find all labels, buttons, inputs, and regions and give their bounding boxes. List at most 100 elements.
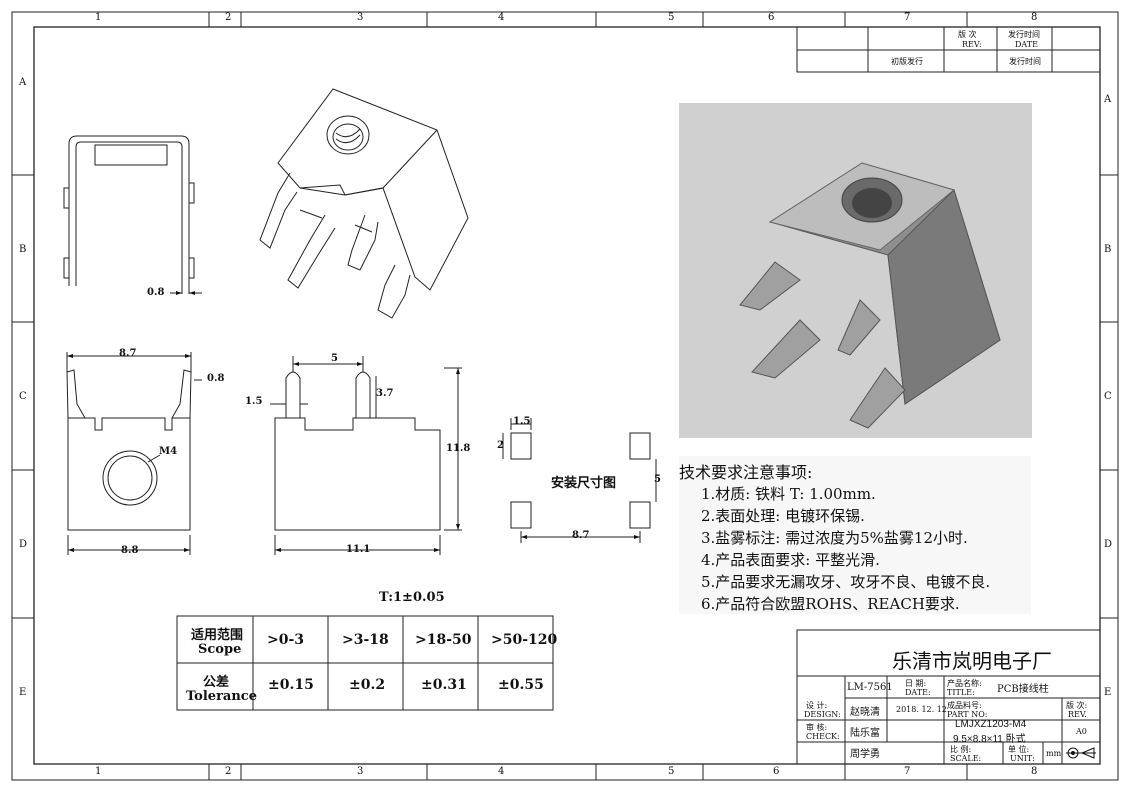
- row-label: B: [19, 244, 27, 255]
- row-label: A: [19, 77, 27, 88]
- tolerance-value: ±0.15: [268, 677, 314, 693]
- dim-pad-width: 1.5: [513, 416, 531, 427]
- scope-label-cn: 适用范围: [191, 628, 244, 643]
- row-label: C: [19, 391, 27, 402]
- rev-value: A0: [1076, 727, 1087, 736]
- col-label: 1: [95, 12, 102, 23]
- note-item: 3.盐雾标注: 需过浓度为5%盐雾12小时.: [701, 529, 968, 547]
- row-label: C: [1104, 391, 1112, 402]
- col-label: 3: [357, 12, 364, 23]
- drawing-code: LM-7561: [847, 682, 893, 693]
- row-label: B: [1104, 244, 1112, 255]
- initial-release: 初版发行: [891, 57, 923, 66]
- title-label-en: TITLE:: [947, 688, 975, 697]
- dim-side-length: 11.1: [346, 544, 371, 555]
- company-name: 乐清市岚明电子厂: [892, 649, 1052, 673]
- row-label: E: [19, 687, 27, 698]
- date-label-cn: 日 期:: [905, 679, 927, 688]
- dim-pad-height: 2: [497, 440, 504, 451]
- approver-name: 周学勇: [850, 749, 880, 760]
- dim-pad-gap: 5: [654, 474, 661, 485]
- scale-label-en: SCALE:: [950, 754, 982, 763]
- unit-value: mm: [1046, 749, 1062, 758]
- tolerance-table-grid: [176, 615, 554, 711]
- scope-range: >50-120: [491, 632, 558, 648]
- col-label: 4: [498, 12, 505, 23]
- note-item: 5.产品要求无漏攻牙、攻牙不良、电镀不良.: [701, 573, 991, 591]
- release-time: 发行时间: [1009, 57, 1041, 66]
- projection-symbol-icon: [1066, 747, 1096, 759]
- front-view: [63, 135, 202, 294]
- dim-bottom-thickness: 0.8: [207, 373, 225, 384]
- col-label: 6: [773, 766, 780, 777]
- col-label: 1: [95, 766, 102, 777]
- side-view: [270, 356, 462, 555]
- dimension-arrows: [67, 291, 640, 552]
- install-title: 安装尺寸图: [551, 476, 617, 491]
- technical-notes: 技术要求注意事项: 1.材质: 铁料 T: 1.00mm. 2.表面处理: 电镀…: [679, 456, 1031, 614]
- col-label: 2: [225, 12, 232, 23]
- part-number: LMJXZ1203-M4: [955, 719, 1027, 730]
- date-label-en: DATE: [1015, 40, 1038, 49]
- unit-label-cn: 单 位:: [1008, 745, 1030, 754]
- title-block-grid: [796, 629, 1101, 765]
- thickness-note: T:1±0.05: [379, 590, 445, 605]
- outer-frame: [11, 11, 1119, 781]
- dim-thread: M4: [159, 446, 178, 457]
- scope-label-en: Scope: [198, 642, 242, 657]
- tolerance-label-en: Tolerance: [186, 689, 257, 704]
- row-label: D: [1104, 539, 1113, 550]
- col-label: 7: [904, 12, 911, 23]
- note-item: 2.表面处理: 电镀环保锡.: [701, 507, 865, 525]
- dim-bottom-width: 8.8: [121, 545, 139, 556]
- tolerance-label-cn: 公差: [203, 675, 230, 690]
- scope-range: >18-50: [415, 632, 472, 648]
- dim-bottom-width-top: 8.7: [119, 348, 137, 359]
- scope-range: >0-3: [267, 632, 305, 648]
- design-date: 2018. 12. 12: [896, 705, 947, 714]
- notes-title: 技术要求注意事项:: [679, 463, 813, 482]
- check-label-cn: 审 核:: [806, 723, 828, 732]
- dim-pad-spacing: 8.7: [572, 530, 590, 541]
- inner-frame: [33, 26, 1101, 765]
- scope-range: >3-18: [342, 632, 389, 648]
- note-item: 6.产品符合欧盟ROHS、REACH要求.: [701, 595, 960, 613]
- col-label: 2: [225, 766, 232, 777]
- col-label: 8: [1031, 12, 1038, 23]
- dim-pin-width: 1.5: [245, 396, 263, 407]
- dim-side-height: 11.8: [446, 443, 471, 454]
- note-item: 1.材质: 铁料 T: 1.00mm.: [701, 485, 876, 503]
- row-label: D: [19, 539, 28, 550]
- product-title: PCB接线柱: [997, 684, 1049, 695]
- rev-label-en: REV.: [1068, 710, 1087, 719]
- bottom-view: [66, 352, 202, 555]
- date-label-en: DATE:: [905, 688, 931, 697]
- rev-label-cn: 版 次: [958, 30, 977, 39]
- row-label: E: [1104, 687, 1112, 698]
- tolerance-value: ±0.31: [421, 677, 467, 693]
- dim-front-thickness: 0.8: [147, 287, 165, 298]
- designer-name: 赵晓清: [850, 707, 880, 718]
- dim-pin-spacing: 5: [331, 353, 338, 364]
- part-description: 9.5×8.8×11 卧式: [953, 734, 1026, 745]
- col-label: 6: [768, 12, 775, 23]
- row-label: A: [1104, 94, 1112, 105]
- col-label: 7: [904, 766, 911, 777]
- check-label-en: CHECK:: [806, 732, 840, 741]
- design-label-en: DESIGN:: [804, 710, 841, 719]
- date-label-cn: 发行时间: [1008, 30, 1040, 39]
- col-label: 4: [498, 766, 505, 777]
- iso-render: [679, 103, 1032, 438]
- checker-name: 陆乐富: [850, 728, 880, 739]
- title-label-cn: 产品名称:: [947, 679, 982, 688]
- partno-label-en: PART NO:: [947, 710, 988, 719]
- rev-label-cn: 版 次:: [1066, 701, 1088, 710]
- rev-label-en: REV:: [962, 40, 982, 49]
- note-item: 4.产品表面要求: 平整光滑.: [701, 551, 880, 569]
- dim-pin-height: 3.7: [376, 388, 394, 399]
- design-label-cn: 设 计:: [806, 701, 828, 710]
- unit-label-en: UNIT:: [1010, 754, 1035, 763]
- col-label: 5: [668, 12, 675, 23]
- tolerance-value: ±0.55: [498, 677, 544, 693]
